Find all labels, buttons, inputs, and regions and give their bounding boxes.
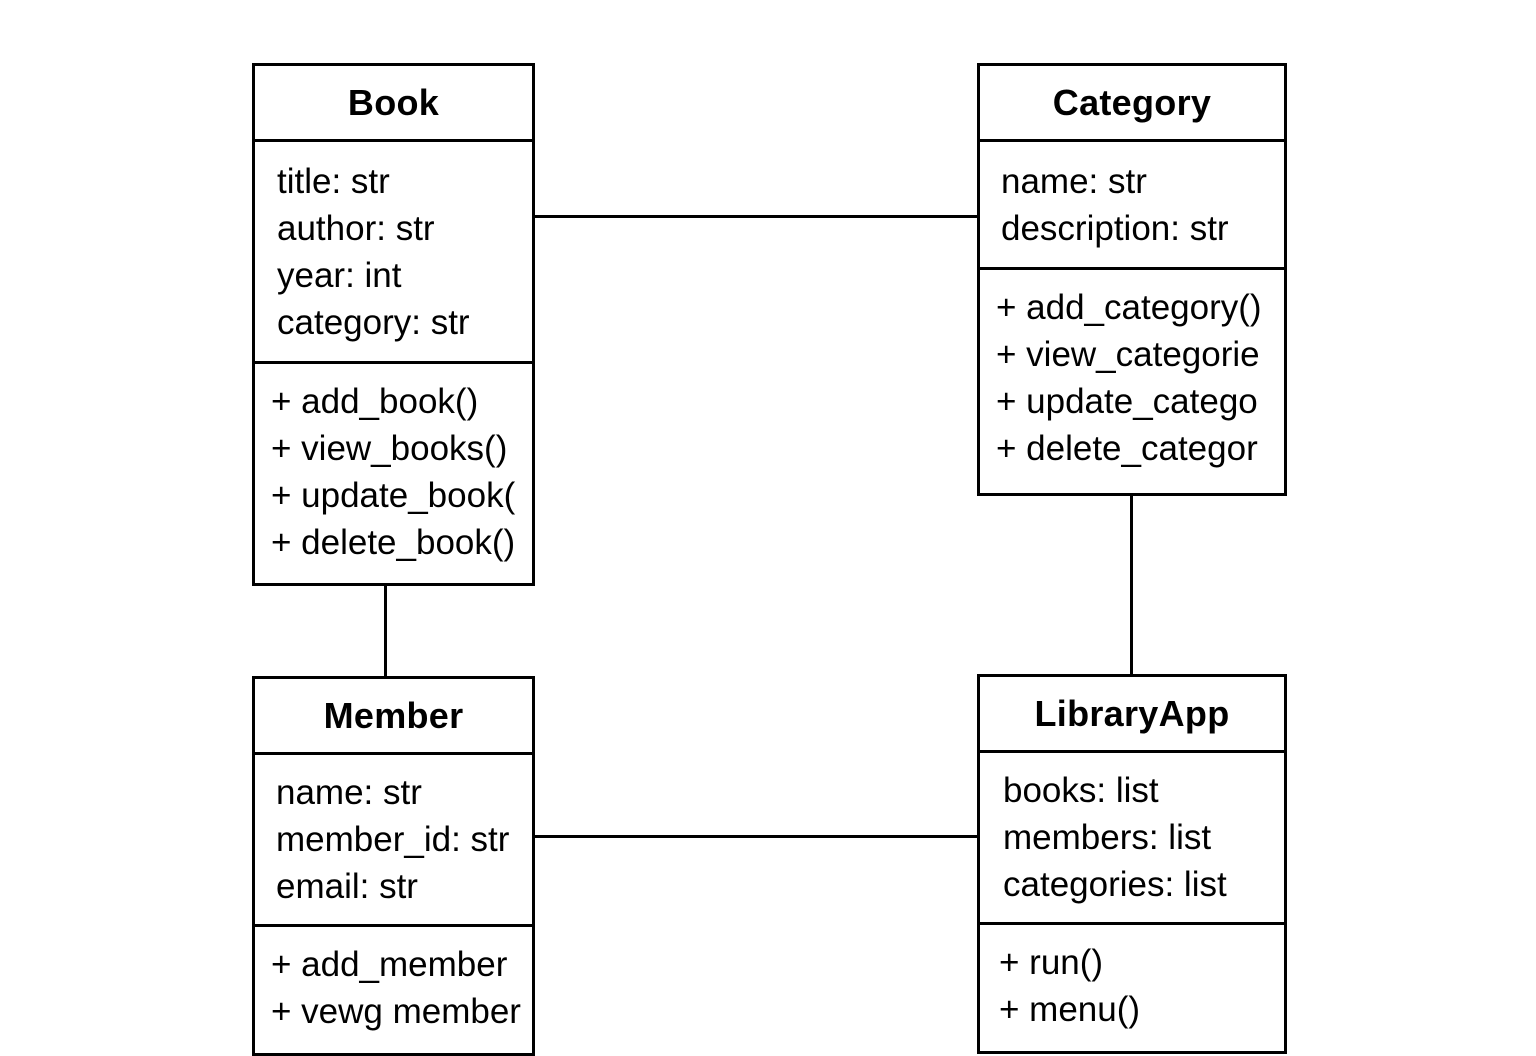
method: + add_category(): [996, 288, 1262, 327]
attributes-section: books: list members: list categories: li…: [980, 753, 1284, 925]
class-name: Category: [980, 66, 1284, 142]
class-name: LibraryApp: [980, 677, 1284, 753]
association-member-libraryapp: [535, 835, 977, 838]
method: + menu(): [999, 990, 1141, 1029]
attribute: members: list: [1003, 818, 1212, 857]
method: + view_books(): [271, 429, 508, 468]
attribute: email: str: [276, 867, 418, 906]
attributes-section: title: str author: str year: int categor…: [255, 142, 532, 364]
attribute: description: str: [1001, 209, 1229, 248]
attribute: categories: list: [1003, 865, 1227, 904]
attribute: title: str: [277, 162, 390, 201]
methods-section: + run() + menu(): [980, 925, 1284, 1033]
attribute: author: str: [277, 209, 435, 248]
libraryapp-class-box[interactable]: LibraryApp books: list members: list cat…: [977, 674, 1287, 1054]
attributes-section: name: str description: str: [980, 142, 1284, 270]
method: + delete_categor: [996, 429, 1258, 468]
attributes-section: name: str member_id: str email: str: [255, 755, 532, 927]
method: + delete_book(): [271, 523, 516, 562]
attribute: name: str: [276, 773, 422, 812]
attribute: books: list: [1003, 771, 1159, 810]
methods-section: + add_category() + view_categorie + upda…: [980, 270, 1284, 472]
book-class-box[interactable]: Book title: str author: str year: int ca…: [252, 63, 535, 586]
method: + run(): [999, 943, 1104, 982]
association-category-libraryapp: [1130, 496, 1133, 674]
method: + add_book(): [271, 382, 479, 421]
method: + add_member: [271, 945, 508, 984]
methods-section: + add_book() + view_books() + update_boo…: [255, 364, 532, 566]
attribute: member_id: str: [276, 820, 510, 859]
method: + update_book(: [271, 476, 516, 515]
attribute: category: str: [277, 303, 470, 342]
attribute: year: int: [277, 256, 402, 295]
method: + update_catego: [996, 382, 1258, 421]
class-name: Book: [255, 66, 532, 142]
association-book-category: [535, 215, 977, 218]
class-name: Member: [255, 679, 532, 755]
member-class-box[interactable]: Member name: str member_id: str email: s…: [252, 676, 535, 1056]
method: + vewg member: [271, 992, 521, 1031]
category-class-box[interactable]: Category name: str description: str + ad…: [977, 63, 1287, 496]
association-book-member: [384, 586, 387, 676]
methods-section: + add_member + vewg member: [255, 927, 532, 1035]
attribute: name: str: [1001, 162, 1147, 201]
method: + view_categorie: [996, 335, 1260, 374]
